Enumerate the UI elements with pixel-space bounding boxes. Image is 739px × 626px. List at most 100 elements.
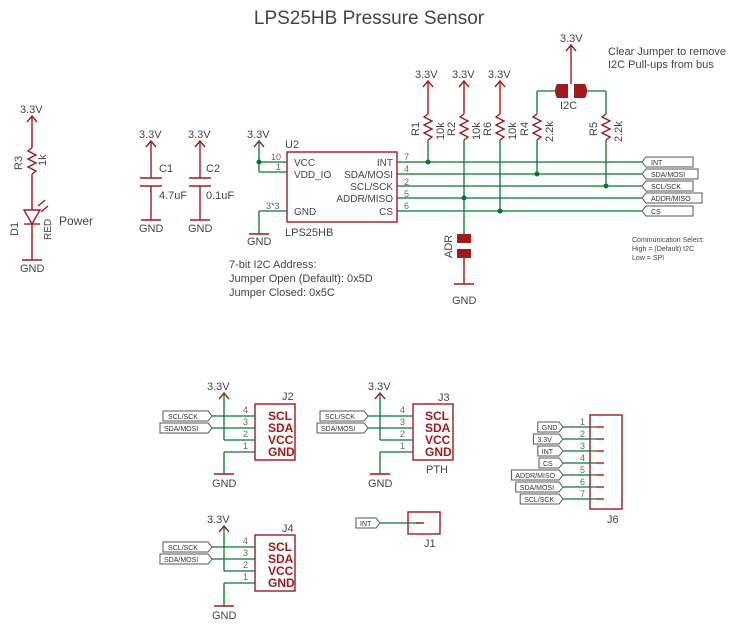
net-flag-label: SDA/MOSI: [520, 485, 554, 492]
svg-text:SDA/MOSI: SDA/MOSI: [321, 426, 355, 433]
i2c-jumper: 3.3V I2C Clear Jumper to remove I2C Pull…: [537, 33, 726, 112]
svg-text:10k: 10k: [435, 122, 447, 140]
resistor-r1-icon: [422, 113, 434, 141]
net-flag-scl: [162, 541, 213, 553]
header-body: [254, 403, 296, 461]
svg-text:3.3V: 3.3V: [188, 129, 211, 141]
pin-number: 5: [580, 465, 585, 475]
svg-text:GND: GND: [294, 207, 316, 218]
svg-text:SDA/MOSI: SDA/MOSI: [651, 172, 685, 179]
svg-text:3.3V: 3.3V: [452, 69, 475, 81]
net-flag-int: [641, 156, 694, 168]
svg-text:R2: R2: [446, 122, 458, 136]
net-flag-label: GND: [542, 425, 558, 432]
svg-text:R4: R4: [519, 122, 531, 136]
header-body: [407, 511, 441, 535]
resistor-r5-icon: [600, 113, 612, 141]
net-flags: INT SDA/MOSI SCL/SCK ADDR/MISO CS: [641, 156, 703, 217]
net-flag-cs: [641, 205, 694, 217]
svg-text:7: 7: [404, 152, 409, 162]
pullup-resistors: 3.3V R1 10k 3.3V R2 10k 3.3V R6 10k R4 2…: [410, 69, 625, 234]
svg-text:VCC: VCC: [268, 433, 294, 447]
net-flag-int: [355, 517, 381, 529]
svg-text:CS: CS: [379, 207, 393, 218]
svg-text:INT: INT: [651, 160, 663, 167]
svg-text:Jumper Closed: 0x5C: Jumper Closed: 0x5C: [229, 287, 335, 299]
comm-select-note: Communication Select: High = (Default) I…: [632, 237, 704, 262]
pin-number: 2: [580, 429, 585, 439]
svg-text:SCL/SCK: SCL/SCK: [168, 414, 198, 421]
resistor-r6-icon: [494, 113, 506, 141]
pin-number: 4: [580, 453, 585, 463]
power-led-circuit: 3.3V R3 1k D1 RED Power GND: [9, 104, 93, 275]
svg-text:6: 6: [404, 201, 409, 211]
svg-text:4: 4: [404, 164, 409, 174]
svg-text:3.3V: 3.3V: [247, 129, 270, 141]
net-flag: [537, 445, 564, 457]
svg-text:SCL: SCL: [268, 409, 292, 423]
j6-pin-rows: GND13.3V2INT3CS4ADDR/MISO5SDA/MOSI6SCL/S…: [510, 417, 604, 505]
svg-text:2: 2: [400, 429, 405, 439]
svg-text:ADDR/MISO: ADDR/MISO: [651, 196, 691, 203]
svg-text:VDD_IO: VDD_IO: [294, 170, 331, 181]
net-flag-sda: [159, 553, 213, 565]
svg-text:SDA/MOSI: SDA/MOSI: [344, 170, 393, 181]
d1-value: RED: [43, 219, 54, 240]
ic-ref: U2: [285, 139, 299, 151]
svg-text:SDA: SDA: [268, 421, 294, 435]
svg-text:INT: INT: [360, 521, 372, 528]
svg-text:4: 4: [243, 405, 248, 415]
j3-value: PTH: [426, 464, 448, 476]
svg-text:1: 1: [243, 572, 248, 582]
svg-text:GND: GND: [268, 445, 295, 459]
c2-value: 0.1uF: [206, 190, 234, 202]
net-flag: [519, 493, 564, 505]
i2c-note-line2: I2C Pull-ups from bus: [608, 59, 714, 71]
header-j1: INT J1: [355, 511, 441, 550]
svg-text:SCL: SCL: [425, 409, 449, 423]
header-body: [254, 534, 296, 592]
svg-text:10: 10: [271, 152, 281, 162]
power-label: Power: [59, 214, 93, 228]
net-flag-scl: [162, 410, 213, 422]
pin-number: 7: [580, 489, 585, 499]
svg-text:J2: J2: [282, 391, 294, 403]
pin-number: 1: [580, 417, 585, 427]
svg-text:GND: GND: [139, 223, 164, 235]
svg-text:GND: GND: [425, 445, 452, 459]
svg-text:3*3: 3*3: [266, 201, 280, 211]
svg-text:SDA/MOSI: SDA/MOSI: [164, 557, 198, 564]
net-flag-sda: [159, 422, 213, 434]
svg-text:2: 2: [243, 560, 248, 570]
net-flag-scl: [641, 180, 694, 192]
svg-text:SCL/SCK: SCL/SCK: [651, 184, 681, 191]
d1-ref: D1: [9, 222, 21, 236]
svg-text:GND: GND: [268, 576, 295, 590]
net-flag-label: INT: [542, 449, 554, 456]
net-flag: [515, 481, 564, 493]
svg-text:3.3V: 3.3V: [415, 69, 438, 81]
header-body: [412, 403, 454, 461]
svg-text:4: 4: [243, 536, 248, 546]
svg-text:SDA: SDA: [268, 552, 294, 566]
net-flag-sda: [316, 422, 369, 434]
pin-number: 6: [580, 477, 585, 487]
svg-text:VCC: VCC: [294, 158, 315, 169]
svg-text:R1: R1: [410, 122, 422, 136]
svg-text:SDA: SDA: [425, 421, 451, 435]
svg-text:ADDR/MISO: ADDR/MISO: [336, 194, 393, 205]
header-j3: 3.3V GND SCL/SCK SDA/MOSI J3 PTH 4 3 2 1…: [316, 381, 454, 490]
r3-value: 1k: [37, 154, 49, 166]
resistor-r4-icon: [531, 113, 543, 141]
svg-text:Jumper Open (Default): 0x5D: Jumper Open (Default): 0x5D: [229, 273, 373, 285]
svg-text:SCL/SCK: SCL/SCK: [350, 182, 393, 193]
svg-text:GND: GND: [452, 295, 477, 307]
capacitor-c2: 3.3V C2 0.1uF GND: [188, 129, 234, 235]
rail-label: 3.3V: [20, 104, 43, 116]
svg-text:INT: INT: [377, 158, 393, 169]
svg-text:2.2k: 2.2k: [544, 121, 556, 142]
svg-text:10k: 10k: [471, 122, 483, 140]
header-body: [589, 414, 623, 510]
svg-text:5: 5: [404, 189, 409, 199]
